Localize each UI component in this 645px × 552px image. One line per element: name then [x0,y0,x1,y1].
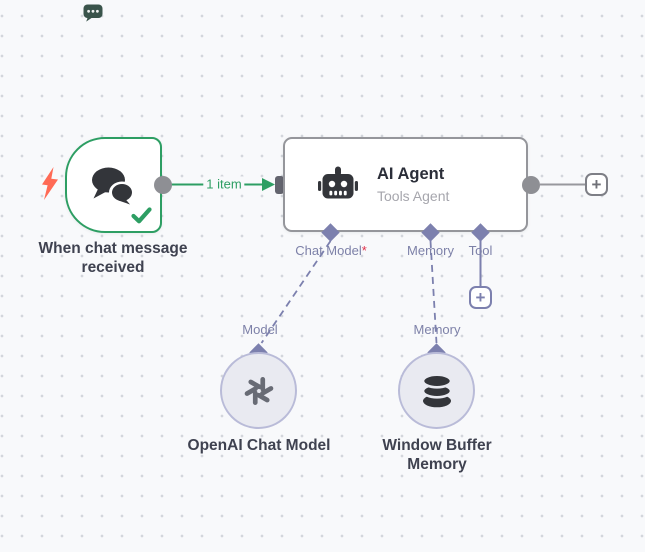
buffer-memory-node-label: Window Buffer Memory [382,437,492,473]
trigger-bolt-icon [42,167,58,200]
port-label-chat-model: Chat Model* [295,242,367,258]
plus-icon: + [475,288,486,307]
connection-chat-model-dashed [260,240,332,344]
agent-title: AI Agent [377,165,445,183]
trigger-node-label: When chat message received [38,240,188,276]
agent-subtitle: Tools Agent [377,188,450,204]
success-check-icon [131,207,152,224]
add-node-button[interactable]: + [585,173,608,196]
chat-bubbles-icon [89,165,133,205]
port-label-memory-sub: Memory [413,321,461,337]
plus-icon: + [591,175,602,194]
port-label-tool: Tool [468,242,493,258]
robot-icon [318,165,358,205]
connection-items-label: 1 item [203,176,245,192]
port-label-model: Model [242,321,278,337]
database-icon [421,373,453,408]
agent-output-connector[interactable] [521,175,540,194]
trigger-output-connector[interactable] [153,175,172,194]
node-window-buffer-memory[interactable] [398,352,475,429]
required-asterisk: * [361,242,367,258]
connection-arrowhead-icon [262,178,275,191]
port-label-memory: Memory [407,242,454,258]
node-openai-chat-model[interactable] [220,352,297,429]
openai-node-label: OpenAI Chat Model [187,437,331,454]
node-when-chat-message-received[interactable] [65,137,162,233]
add-tool-button[interactable]: + [469,286,492,309]
openai-logo-icon [243,375,275,407]
node-ai-agent[interactable]: AI Agent Tools Agent [283,137,528,232]
agent-main-input-port[interactable] [275,175,284,194]
connection-memory-dashed [429,240,438,344]
chat-emoji-icon [83,4,103,22]
